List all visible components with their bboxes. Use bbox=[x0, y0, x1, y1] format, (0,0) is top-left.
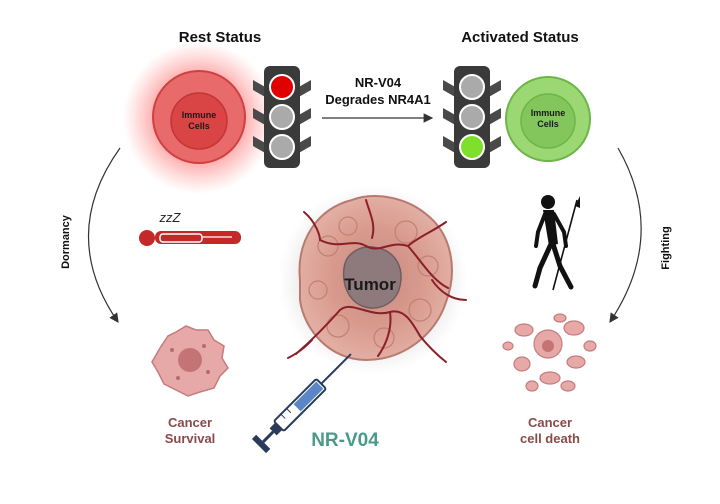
traffic-light-green-icon bbox=[443, 66, 501, 168]
blood-vessels bbox=[287, 199, 467, 363]
cancer-survival-cell-icon bbox=[151, 325, 229, 397]
sleeping-person-icon bbox=[139, 230, 241, 246]
cancer-survival-label-line2: Survival bbox=[164, 431, 216, 446]
rest-cell-label-line2: Cells bbox=[188, 121, 210, 131]
traffic-light-red-icon bbox=[253, 66, 311, 168]
fighting-arrow bbox=[609, 147, 642, 323]
activated-status-title: Activated Status bbox=[461, 29, 579, 46]
active-cell-label-line2: Cells bbox=[537, 119, 559, 129]
rest-status-title: Rest Status bbox=[178, 29, 262, 46]
sleep-z-icon: zzZ bbox=[159, 210, 181, 225]
dormancy-label: Dormancy bbox=[60, 215, 72, 269]
arrow-label-line2: Degrades NR4A1 bbox=[325, 92, 431, 107]
arrow-label-line1: NR-V04 bbox=[354, 75, 402, 90]
cancer-death-label-line2: cell death bbox=[520, 431, 580, 446]
cancer-death-label-line1: Cancer bbox=[527, 415, 573, 430]
tumor-label: Tumor bbox=[344, 275, 396, 294]
drug-label: NR-V04 bbox=[311, 430, 379, 451]
fighting-label: Fighting bbox=[660, 226, 672, 270]
tumor-icon bbox=[278, 185, 468, 375]
cancer-cell-death-icon bbox=[502, 313, 597, 392]
cancer-survival-label-line1: Cancer bbox=[167, 415, 213, 430]
syringe-icon bbox=[251, 353, 352, 454]
rest-cell-label-line1: Immune bbox=[181, 110, 217, 120]
dormancy-arrow bbox=[87, 147, 121, 323]
walking-hunter-icon bbox=[532, 195, 580, 291]
activated-immune-cell bbox=[505, 76, 591, 162]
active-cell-label-line1: Immune bbox=[530, 108, 566, 118]
rest-immune-cell bbox=[123, 42, 275, 194]
